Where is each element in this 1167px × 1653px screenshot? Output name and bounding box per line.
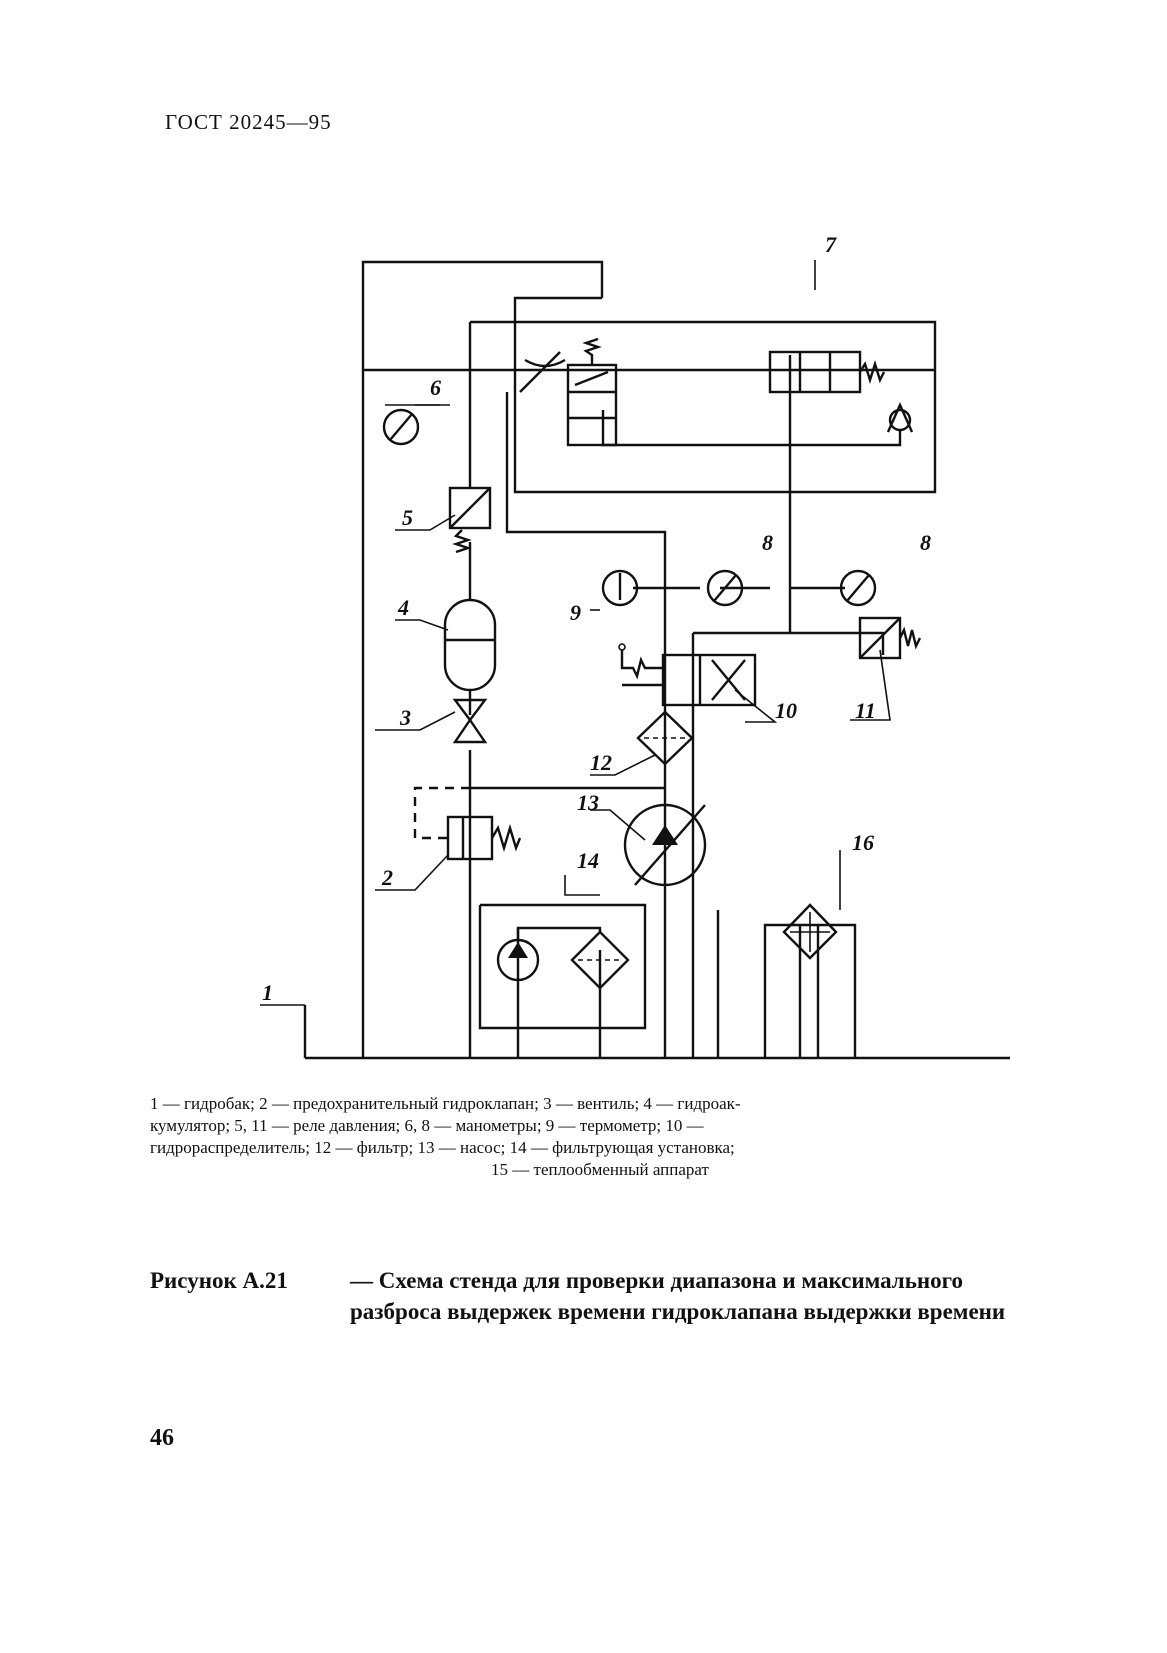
label-12: 12	[590, 750, 612, 775]
pipelines	[303, 260, 1010, 1060]
label-3: 3	[399, 705, 411, 730]
label-16: 16	[852, 830, 874, 855]
shutoff-valve	[452, 698, 488, 744]
pressure-gauge-8a	[706, 569, 744, 607]
pressure-relay-5	[448, 486, 492, 554]
hydraulic-distributor	[618, 643, 757, 707]
filter	[636, 710, 694, 766]
pressure-gauge-8b	[839, 569, 877, 607]
filtering-unit	[496, 926, 630, 990]
label-1: 1	[262, 980, 273, 1005]
figure-caption-label: Рисунок А.21	[150, 1268, 288, 1293]
label-8a: 8	[762, 530, 773, 555]
pressure-relay-11	[858, 616, 922, 660]
legend-line: 1 — гидробак; 2 — предохранительный гидр…	[150, 1094, 741, 1113]
label-8b: 8	[920, 530, 931, 555]
legend-line: гидрораспределитель; 12 — фильтр; 13 — н…	[150, 1138, 735, 1157]
label-7: 7	[825, 232, 837, 257]
label-5: 5	[402, 505, 413, 530]
directional-valve-top	[768, 350, 886, 394]
label-9: 9	[570, 600, 581, 625]
label-6: 6	[430, 375, 441, 400]
label-13: 13	[577, 790, 599, 815]
heat-exchanger	[782, 903, 838, 960]
pressure-gauge-6	[382, 404, 450, 446]
check-valve	[886, 402, 914, 433]
leader-lines	[260, 260, 891, 1006]
document-header: ГОСТ 20245—95	[165, 110, 332, 134]
label-11: 11	[855, 698, 876, 723]
figure-legend: 1 — гидробак; 2 — предохранительный гидр…	[150, 1093, 1050, 1181]
label-2: 2	[381, 865, 393, 890]
time-delay-valve	[519, 337, 618, 447]
legend-line: 15 — теплообменный аппарат	[491, 1160, 709, 1179]
accumulator	[443, 598, 497, 692]
thermometer	[601, 569, 639, 607]
page-number: 46	[150, 1425, 174, 1451]
label-10: 10	[775, 698, 797, 723]
label-14: 14	[577, 848, 599, 873]
pump	[623, 803, 707, 887]
legend-line: кумулятор; 5, 11 — реле давления; 6, 8 —…	[150, 1116, 704, 1135]
label-4: 4	[397, 595, 409, 620]
safety-valve	[413, 786, 522, 861]
figure-caption: Рисунок А.21 — Схема стенда для проверки …	[150, 1265, 1050, 1327]
figure-caption-text: — Схема стенда для проверки диапазона и …	[350, 1268, 1006, 1324]
